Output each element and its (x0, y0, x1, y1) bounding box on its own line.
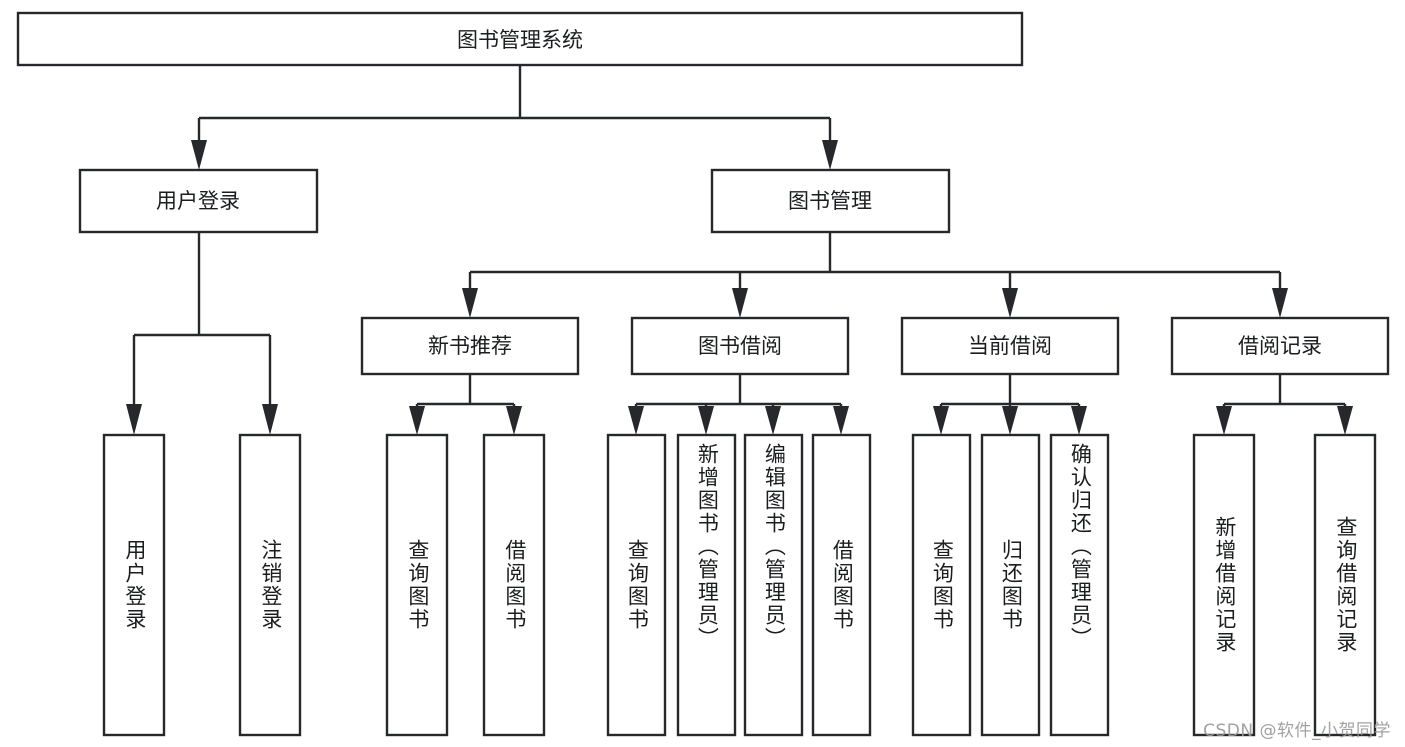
leaf-box-recommend-borrow-book[interactable] (482, 433, 546, 737)
leaf-box-borrow-query-book[interactable] (606, 433, 667, 737)
arrow-head-borrow-query (628, 406, 644, 435)
arrow-head-recommend-query (409, 406, 425, 435)
arrow-head-borrow-lend (833, 406, 849, 435)
leaf-box-current-confirm-return[interactable] (1049, 433, 1110, 737)
leaf-box-record-query[interactable] (1313, 433, 1377, 737)
leaf-box-user-login[interactable] (102, 433, 166, 737)
leaf-box-borrow-lend-book[interactable] (811, 433, 872, 737)
leaf-box-borrow-add-book[interactable] (676, 433, 737, 737)
node-root-label: 图书管理系统 (457, 28, 583, 52)
arrow-head-borrow-record (1272, 288, 1288, 318)
node-current-borrow-box[interactable] (900, 316, 1120, 376)
arrow-head-current-borrow (1002, 288, 1018, 318)
node-new-book-recommend-label: 新书推荐 (428, 334, 512, 358)
leaf-box-current-query-book[interactable] (911, 433, 972, 737)
node-current-borrow-label: 当前借阅 (968, 334, 1052, 358)
arrow-head-record-add (1216, 406, 1232, 435)
node-new-book-recommend-box[interactable] (360, 316, 580, 376)
arrow-head-current-confirm (1071, 406, 1087, 435)
node-book-borrow-label: 图书借阅 (698, 334, 782, 358)
arrow-head-leaf-user-login (126, 404, 142, 435)
node-book-manage-box[interactable] (710, 168, 951, 234)
node-layer: 图书管理系统 用户登录 图书管理 新书推荐 图书借阅 当前借阅 借阅记录 (16, 11, 1390, 737)
edge-layer (126, 65, 1353, 435)
leaf-box-logout[interactable] (238, 433, 302, 737)
arrow-head-current-return (1002, 406, 1018, 435)
arrow-head-record-query (1337, 406, 1353, 435)
node-book-borrow-box[interactable] (630, 316, 850, 376)
leaf-box-borrow-edit-book[interactable] (743, 433, 804, 737)
arrow-head-book-borrow (732, 288, 748, 318)
arrow-head-recommend-borrow (506, 406, 522, 435)
arrow-head-borrow-add (698, 406, 714, 435)
arrow-head-user-login (191, 140, 207, 170)
arrow-head-new-book-recommend (462, 288, 478, 318)
node-user-login-label: 用户登录 (156, 189, 240, 213)
leaf-box-recommend-query-book[interactable] (385, 433, 449, 737)
arrow-head-leaf-logout (262, 404, 278, 435)
arrow-head-current-query (933, 406, 949, 435)
arrow-head-book-manage (822, 140, 838, 170)
leaf-box-record-add[interactable] (1192, 433, 1256, 737)
node-borrow-record-label: 借阅记录 (1238, 334, 1322, 358)
node-user-login-box[interactable] (78, 168, 319, 234)
node-book-manage-label: 图书管理 (788, 189, 872, 213)
arrow-head-borrow-edit (765, 406, 781, 435)
node-root-box[interactable] (16, 11, 1024, 67)
leaf-box-current-return-book[interactable] (980, 433, 1041, 737)
csdn-watermark: CSDN @软件_小贺同学 (1203, 721, 1391, 741)
node-borrow-record-box[interactable] (1170, 316, 1390, 376)
